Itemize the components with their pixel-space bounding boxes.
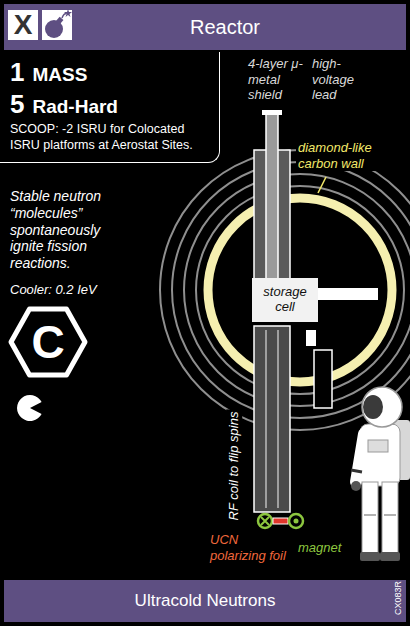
apparatus-column-part	[314, 350, 332, 408]
text-row: storage cell	[256, 285, 314, 315]
side-port	[318, 288, 378, 300]
card-title: Reactor	[120, 4, 330, 50]
header-band	[4, 4, 406, 50]
astronaut-figure-part	[351, 481, 361, 491]
stats-box-text: MASS	[32, 65, 87, 86]
leader-line	[318, 177, 326, 193]
polarizing-foil	[258, 514, 303, 528]
part-label: diamond-like carbon wall	[296, 140, 394, 171]
astronaut-figure	[351, 387, 410, 561]
stat-note: Cooler: 0.2 IeV	[10, 282, 160, 298]
part-label: magnet	[298, 540, 358, 556]
storage-cell: storage cell	[252, 278, 318, 322]
stats-box: 1 MASS 5 Rad-HardSCOOP: -2 ISRU for Colocat…	[0, 52, 220, 163]
footer-band	[4, 580, 406, 622]
apparatus-column-part	[306, 330, 316, 346]
apparatus-column-part	[254, 326, 290, 512]
hex-badge: C	[8, 306, 88, 378]
flavor-text: Stable neutron “molecules” spontaneously…	[10, 188, 134, 272]
apparatus-column-part	[265, 330, 267, 508]
pacman-icon	[17, 395, 42, 421]
bomb-icon-part	[62, 14, 66, 18]
stats-box-text: 5	[10, 90, 24, 119]
part-label: RF coil to flip spins	[226, 410, 242, 523]
astronaut-figure-part	[351, 470, 362, 472]
bomb-icon-part	[42, 10, 72, 40]
astronaut-figure-part	[368, 440, 388, 452]
icon-box: X	[8, 10, 38, 40]
bomb-icon	[42, 9, 72, 40]
polarizing-foil-part	[273, 518, 288, 524]
polarizing-foil-part	[258, 514, 272, 528]
apparatus-column-part	[262, 110, 282, 115]
text-row: 5 Rad-Hard	[10, 90, 211, 119]
part-label: high-voltage lead	[312, 56, 368, 103]
astronaut-figure-part	[356, 434, 364, 482]
shield-rings-part	[196, 186, 404, 394]
hex-shape	[11, 309, 85, 375]
high-voltage-lead	[266, 114, 278, 282]
part-label: 4-layer μ-metal shield	[248, 56, 306, 103]
card-name: Ultracold Neutrons	[4, 580, 406, 622]
hex-badge-text: C	[31, 319, 64, 365]
card-code: CX083R	[393, 581, 404, 615]
stats-box-text: Rad-Hard	[32, 97, 118, 118]
text-row: X	[14, 11, 33, 39]
text-row: C	[31, 319, 64, 365]
carbon-wall	[208, 198, 392, 382]
astronaut-figure-part	[362, 387, 402, 427]
part-label: UCN polarizing foil	[210, 532, 288, 563]
icon-box-text: X	[14, 11, 33, 39]
text-row: 1 MASS	[10, 58, 211, 87]
polarizing-foil-part	[261, 517, 269, 525]
bomb-icon-part	[64, 9, 72, 17]
astronaut-figure-part	[382, 482, 398, 554]
polarizing-foil-part	[294, 519, 299, 524]
shield-rings-part	[184, 174, 410, 406]
astronaut-figure-part	[384, 514, 396, 516]
magnet-symbol	[289, 514, 303, 528]
text-row: SCOOP: -2 ISRU for Colocated ISRU platfo…	[10, 121, 211, 154]
astronaut-figure-part	[362, 482, 378, 554]
astronaut-figure-part	[360, 552, 380, 561]
astronaut-figure-part	[364, 514, 376, 516]
storage-cell-text: storage cell	[256, 285, 314, 315]
stats-box-text: SCOOP: -2 ISRU for Colocated ISRU platfo…	[10, 121, 211, 154]
apparatus-column-part	[277, 330, 279, 508]
stats-box-text: 1	[10, 58, 24, 87]
astronaut-figure-part	[380, 552, 400, 561]
astronaut-figure-part	[363, 395, 383, 419]
shield-rings-part	[172, 162, 410, 418]
